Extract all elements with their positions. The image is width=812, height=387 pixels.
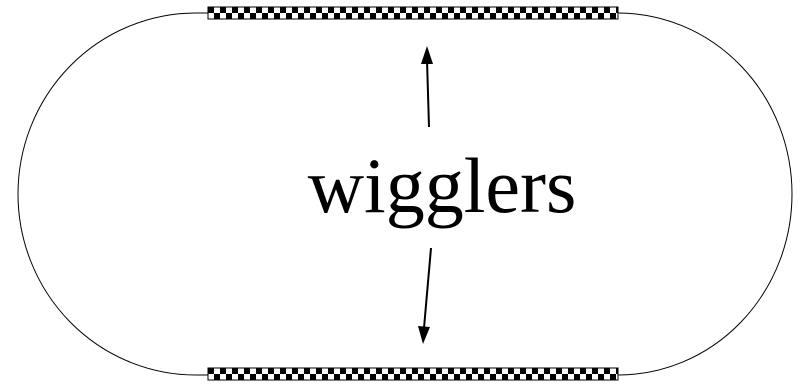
lower-arrow <box>418 247 432 344</box>
wigglers-label: wigglers <box>308 142 577 229</box>
upper-arrow <box>421 46 433 128</box>
ring-left-arc <box>17 12 208 376</box>
ring-right-arc <box>617 12 793 376</box>
bottom-wiggler <box>207 367 619 381</box>
top-wiggler <box>207 6 619 20</box>
